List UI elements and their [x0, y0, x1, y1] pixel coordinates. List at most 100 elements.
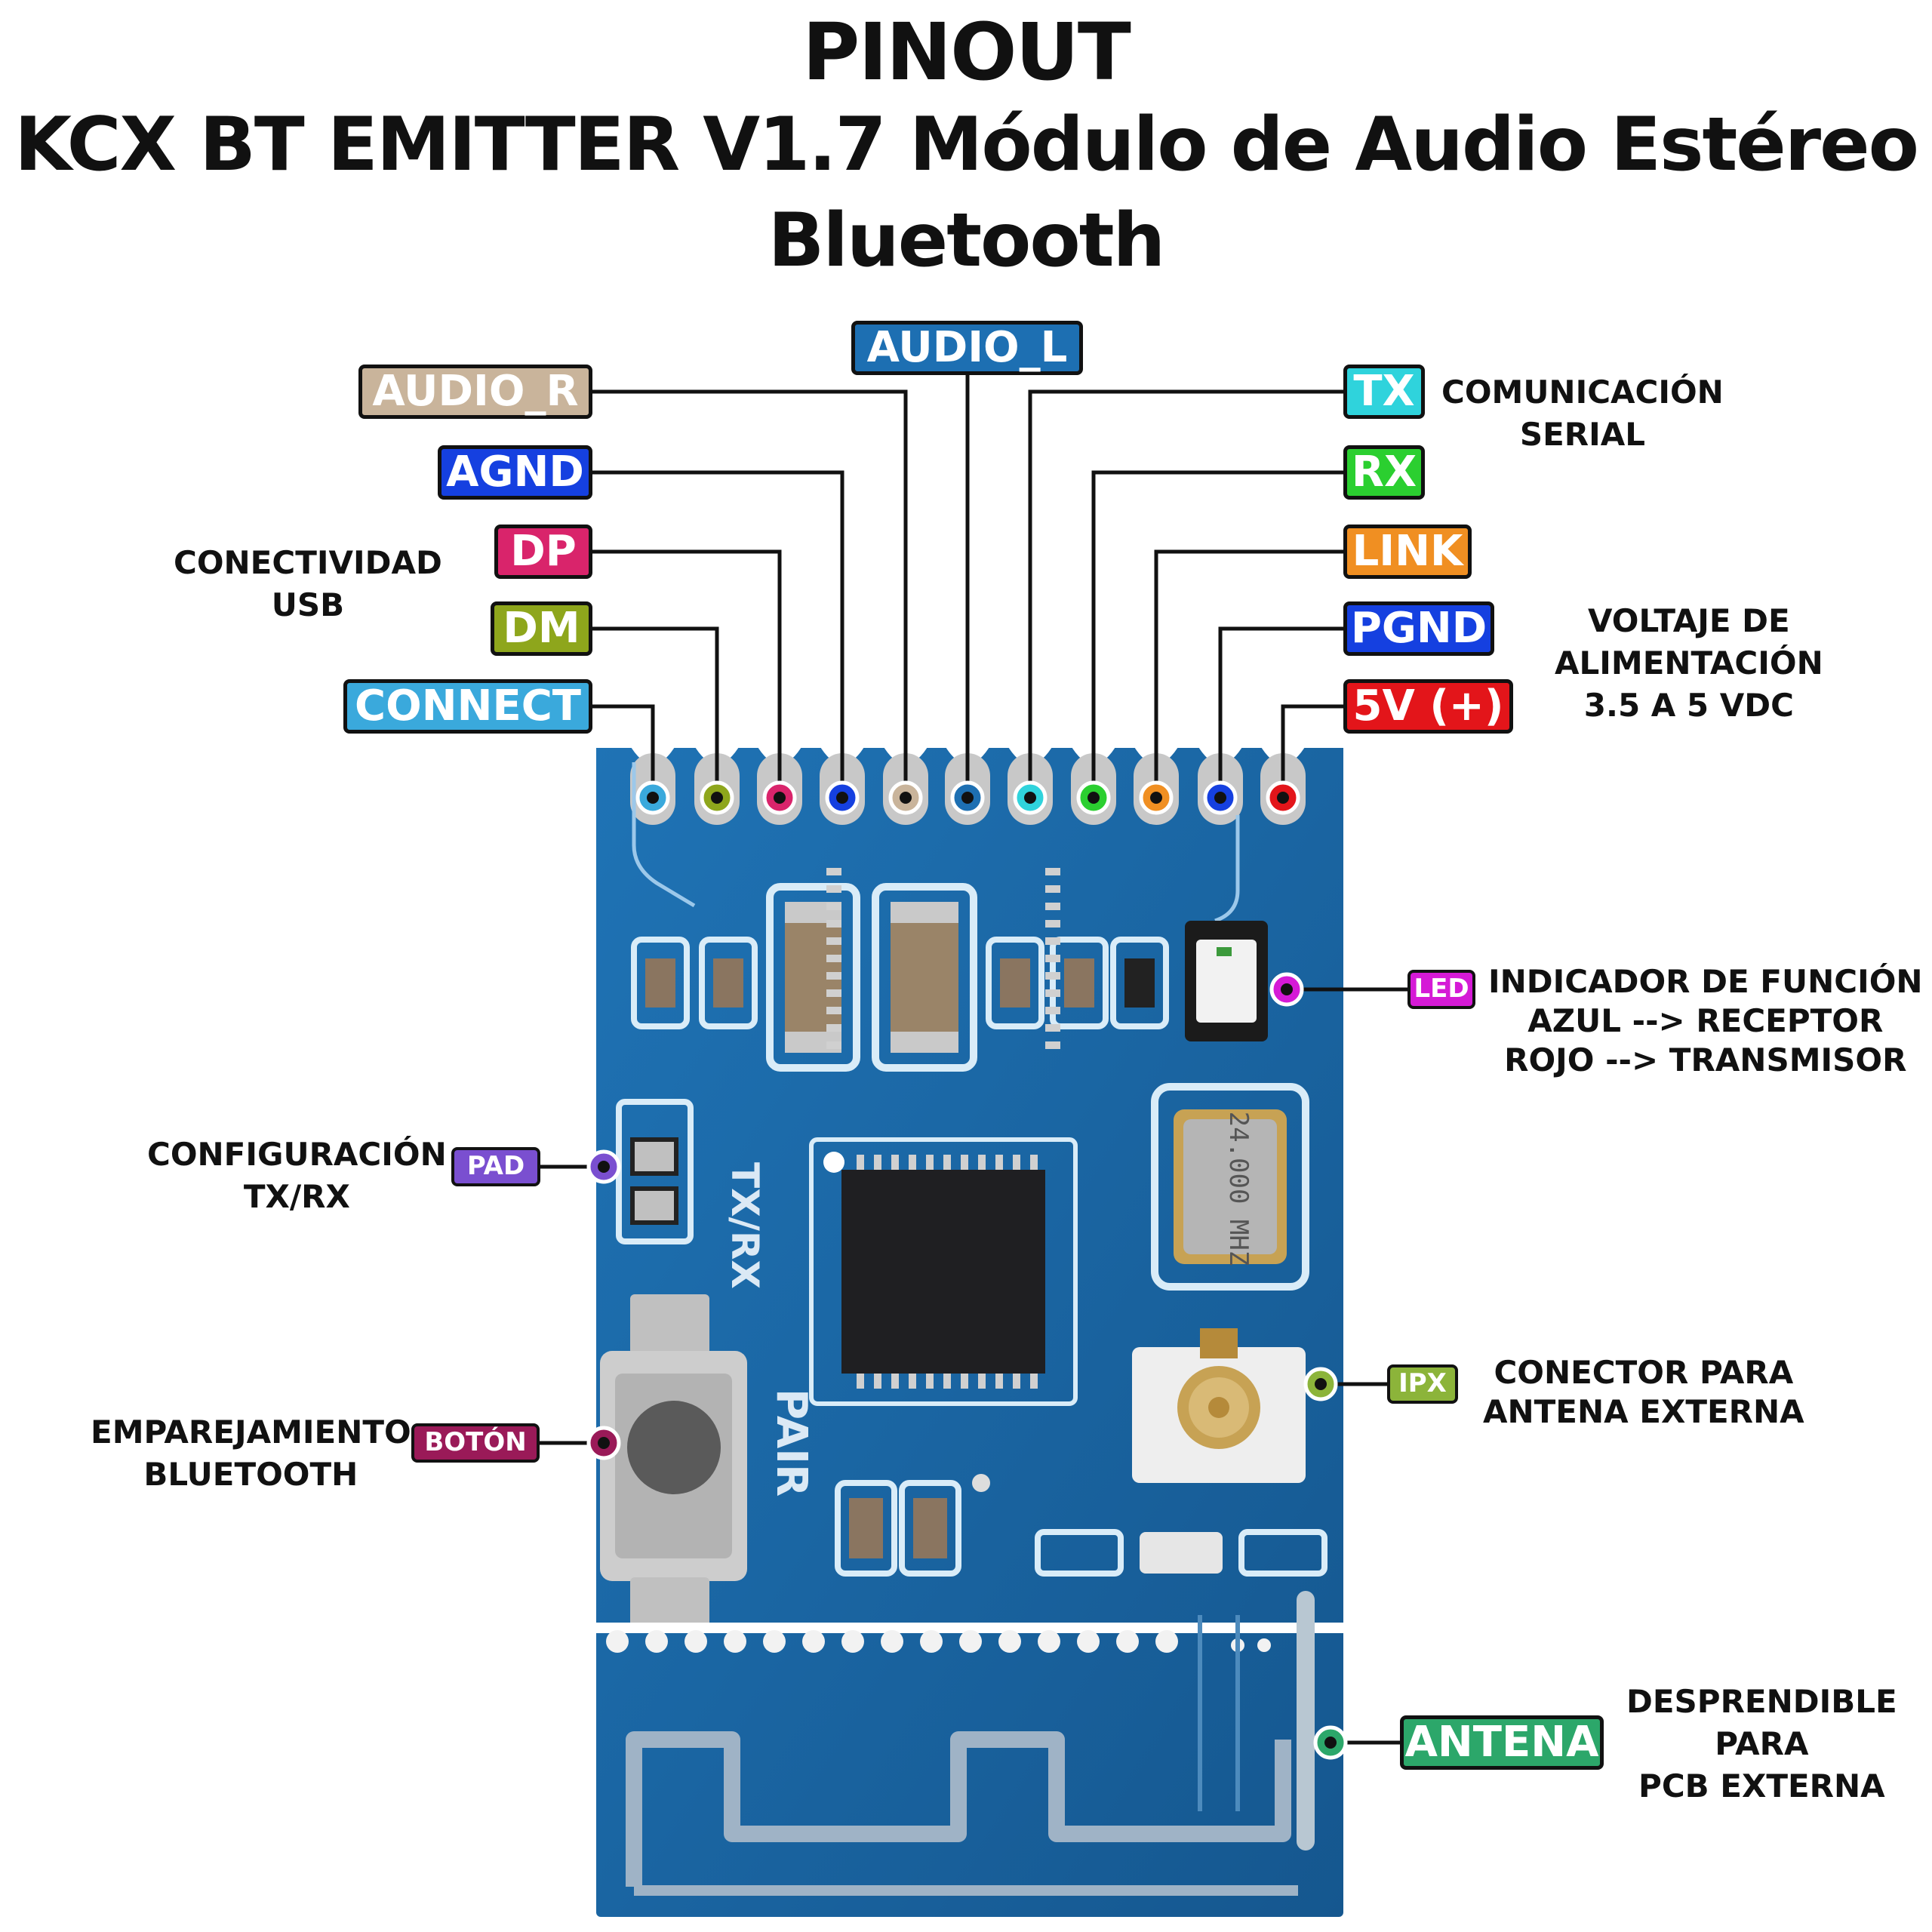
chip-pin — [978, 1155, 986, 1170]
pin-tag-dp: DP — [494, 525, 592, 579]
bluetooth-chip — [809, 868, 1078, 1406]
chip-pin — [1013, 1374, 1020, 1389]
pin-tag-link: LINK — [1343, 525, 1472, 579]
leader-line — [592, 389, 908, 798]
pin-dot-center — [647, 792, 659, 804]
pin-tag-5v: 5V (+) — [1343, 679, 1513, 734]
chip-pin — [1013, 1155, 1020, 1170]
chip-pin — [1030, 1155, 1038, 1170]
chip-pin — [1045, 989, 1060, 997]
chip-pin — [995, 1155, 1003, 1170]
chip-pin — [1045, 1024, 1060, 1032]
chip-pin — [961, 1374, 968, 1389]
chip-pin — [826, 955, 841, 962]
pcb-antenna-trace — [626, 1591, 1315, 1896]
pin-tag-audio-l: AUDIO_L — [851, 321, 1083, 375]
bottom-hole — [724, 1630, 746, 1653]
bottom-hole — [1155, 1630, 1178, 1653]
chip-pin — [857, 1155, 864, 1170]
part-tag-antena: ANTENA — [1400, 1715, 1604, 1770]
chip-pin — [1045, 972, 1060, 980]
bottom-hole — [959, 1630, 982, 1653]
silk-txrx: TX/RX — [723, 1162, 767, 1289]
chip-pin — [826, 1007, 841, 1014]
chip-pin — [826, 868, 841, 875]
leader-line — [1218, 626, 1343, 798]
pin-tag-audio-r: AUDIO_R — [358, 365, 592, 419]
chip-pin — [909, 1374, 916, 1389]
bottom-hole — [763, 1630, 786, 1653]
chip-pin — [891, 1155, 899, 1170]
part-dot-center — [1324, 1737, 1337, 1749]
pin-dot-center — [1277, 792, 1289, 804]
chip-pin — [961, 1155, 968, 1170]
pin-tag-pgnd: PGND — [1343, 601, 1494, 656]
bottom-hole — [606, 1630, 629, 1653]
pin-tag-rx: RX — [1343, 445, 1425, 500]
pin-dot-center — [1214, 792, 1226, 804]
chip-pin — [826, 920, 841, 928]
pin-dot-center — [1150, 792, 1162, 804]
chip-pin — [1045, 920, 1060, 928]
chip-pin — [1045, 903, 1060, 910]
chip-pin — [874, 1155, 881, 1170]
chip-pin — [826, 1024, 841, 1032]
chip-pin — [891, 1374, 899, 1389]
bottom-hole — [881, 1630, 903, 1653]
bottom-hole — [841, 1630, 864, 1653]
chip-pin — [826, 972, 841, 980]
page-title: PINOUT — [802, 6, 1131, 98]
chip-pin — [943, 1155, 951, 1170]
pin-tag-connect: CONNECT — [343, 679, 592, 734]
part-tag-ipx: IPX — [1387, 1364, 1458, 1404]
page-subtitle-2: Bluetooth — [768, 198, 1166, 284]
pin-dot-center — [1088, 792, 1100, 804]
pin-dot-center — [836, 792, 848, 804]
leader-line — [1091, 470, 1343, 798]
leader-line — [592, 549, 782, 798]
chip-pin — [1045, 937, 1060, 945]
chip-pin — [857, 1374, 864, 1389]
leader-line — [1281, 704, 1343, 798]
chip-pin — [874, 1374, 881, 1389]
leader-line — [1028, 389, 1343, 798]
chip-pin — [943, 1374, 951, 1389]
led-component — [1185, 921, 1268, 1041]
chip-pin — [909, 1155, 916, 1170]
txrx-pad: TX/RX — [616, 1099, 767, 1289]
part-tag-led: LED — [1407, 970, 1475, 1009]
bottom-hole — [685, 1630, 707, 1653]
bottom-hole — [645, 1630, 668, 1653]
bottom-hole — [1077, 1630, 1100, 1653]
leader-line — [592, 470, 844, 798]
bottom-hole — [802, 1630, 825, 1653]
pin-dot-center — [900, 792, 912, 804]
pin-dot-center — [774, 792, 786, 804]
chip-pin — [1045, 868, 1060, 875]
bottom-hole — [1116, 1630, 1139, 1653]
chip-pin — [1045, 885, 1060, 893]
pair-button: PAIR — [600, 1294, 816, 1630]
pin-tag-tx: TX — [1343, 365, 1425, 419]
pin-tag-dm: DM — [491, 601, 592, 656]
chip-pin — [1045, 1007, 1060, 1014]
chip-pin — [995, 1374, 1003, 1389]
silk-pair: PAIR — [767, 1389, 816, 1497]
chip-pin — [1045, 1041, 1060, 1049]
chip-pin — [826, 989, 841, 997]
bottom-hole — [998, 1630, 1021, 1653]
chip-pin — [1030, 1374, 1038, 1389]
chip-pin — [826, 937, 841, 945]
pin-dot-center — [961, 792, 974, 804]
part-dot-center — [1315, 1378, 1327, 1390]
part-dot-center — [598, 1161, 610, 1173]
part-tag-pad: PAD — [451, 1147, 540, 1186]
